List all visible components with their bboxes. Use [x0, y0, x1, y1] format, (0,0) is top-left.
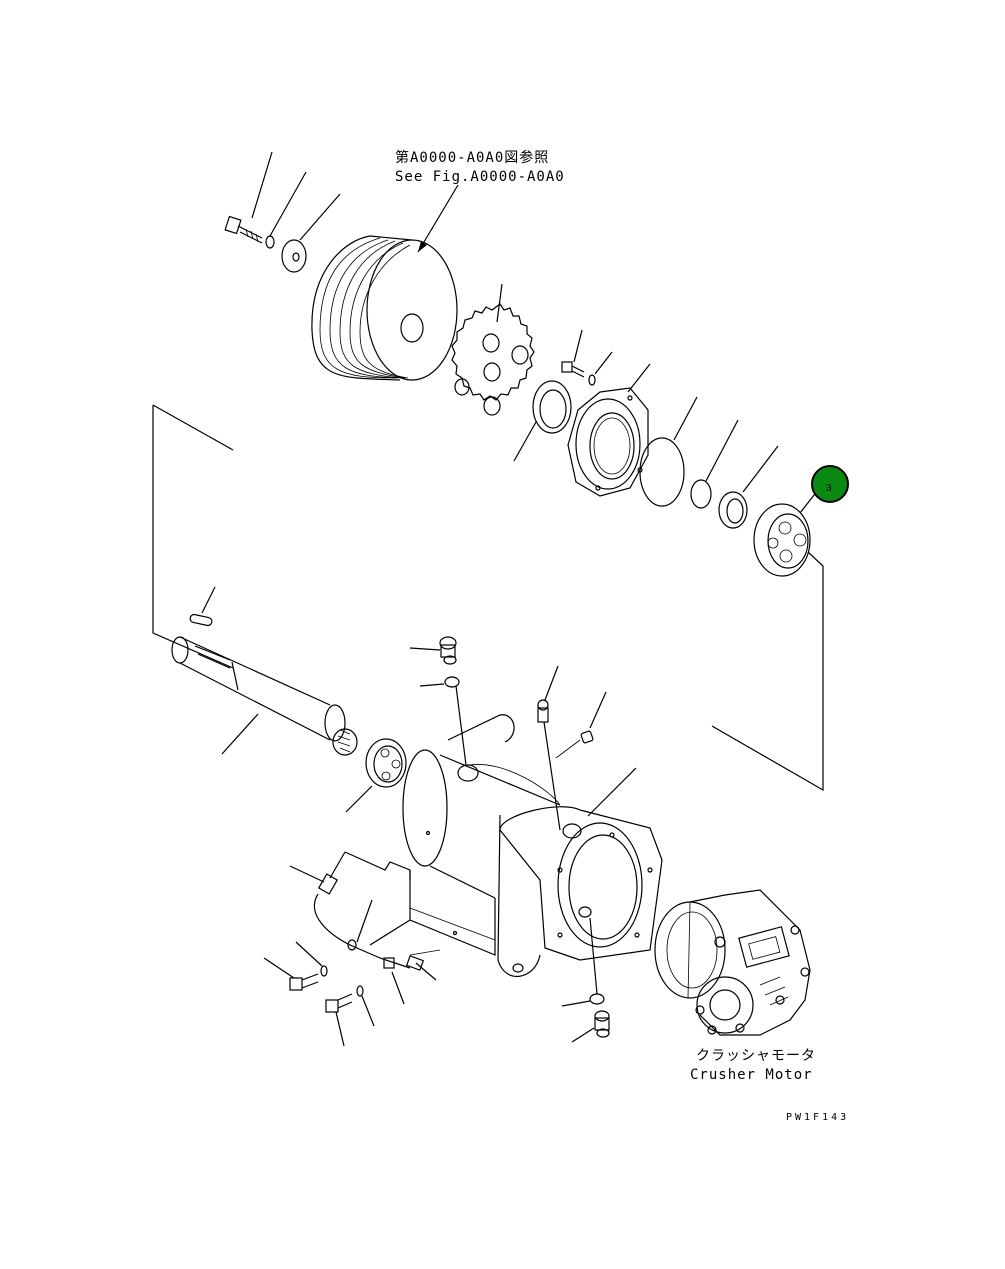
figure-id: PW1F143	[786, 1112, 849, 1123]
shaft-key[interactable]	[189, 613, 213, 627]
roller-bearing-top[interactable]	[753, 503, 811, 577]
leader-bearing-bottom	[345, 785, 373, 813]
drain-path-line	[555, 739, 581, 759]
leader-o-ring-large	[673, 396, 698, 441]
outline-left-top	[152, 404, 234, 451]
harness-washer-2[interactable]	[356, 985, 364, 997]
leader-bottom-plug	[571, 1027, 595, 1043]
sprocket-plate[interactable]	[451, 303, 535, 416]
bottom-path-line	[589, 917, 598, 995]
cover-washer[interactable]	[588, 374, 596, 386]
vent-gasket[interactable]	[444, 676, 460, 688]
callout-3-label: 3	[826, 483, 832, 494]
leader-top-plate	[299, 193, 341, 241]
harness-bolt-2[interactable]	[325, 993, 353, 1013]
cover-bolt[interactable]	[561, 361, 585, 378]
leader-cover-washer	[594, 351, 613, 375]
motor-label-jp: クラッシャモータ	[696, 1048, 816, 1064]
harness-bolt-1[interactable]	[289, 973, 319, 991]
leader-harness-washer-2	[361, 995, 375, 1027]
roller-bearing-bottom[interactable]	[365, 738, 407, 788]
leader-vent-plug	[409, 647, 441, 651]
leader-cover-bolt	[573, 329, 583, 363]
grease-nipple[interactable]	[537, 699, 549, 723]
snap-ring[interactable]	[690, 479, 712, 509]
leader-drive-shaft	[221, 713, 259, 755]
bottom-plug[interactable]	[594, 1010, 610, 1038]
leader-harness-bolt-2	[335, 1011, 345, 1047]
bottom-gasket[interactable]	[589, 993, 605, 1005]
top-bolt[interactable]	[224, 215, 263, 244]
leader-top-bolt	[251, 151, 273, 219]
leader-bearing-cover	[627, 363, 651, 393]
ref-leader-line	[417, 184, 459, 253]
outline-right	[711, 551, 824, 792]
sensor-harness[interactable]	[313, 851, 441, 971]
ref-arrowhead	[418, 241, 427, 252]
leader-snap-ring	[705, 419, 739, 482]
vent-path-line	[455, 685, 467, 766]
oil-seal[interactable]	[532, 380, 572, 434]
ref-label-jp: 第A0000-A0A0図参照	[395, 149, 549, 166]
top-washer[interactable]	[265, 235, 275, 249]
housing-port[interactable]	[578, 906, 592, 918]
leader-bottom-gasket	[561, 1000, 591, 1007]
motor-label-en: Crusher Motor	[690, 1067, 813, 1083]
leader-sensor-clip	[391, 971, 405, 1005]
crusher-motor[interactable]	[654, 889, 811, 1036]
o-ring-large[interactable]	[639, 437, 685, 507]
leader-housing	[587, 767, 637, 817]
leader-harness-bolt-1	[263, 957, 295, 979]
grease-path-line	[543, 721, 561, 831]
leader-sensor	[289, 865, 325, 883]
drain-plug[interactable]	[580, 730, 594, 744]
top-plate[interactable]	[281, 239, 307, 273]
leader-sensor-bracket	[415, 962, 437, 981]
leader-vent-gasket	[419, 683, 445, 687]
leader-drain-plug	[589, 691, 607, 729]
leader-sensor-clamp	[356, 899, 373, 943]
leader-shaft-key	[201, 586, 216, 614]
seal-collar[interactable]	[718, 491, 748, 529]
leader-harness-washer-1	[295, 941, 323, 967]
leader-seal-collar	[742, 445, 779, 493]
callout-3-badge[interactable]: 3	[811, 465, 849, 503]
bearing-cover[interactable]	[567, 387, 649, 497]
outline-left	[152, 405, 234, 669]
grooved-pulley[interactable]	[311, 235, 458, 381]
leader-oil-seal	[513, 421, 537, 462]
drive-shaft[interactable]	[171, 636, 358, 756]
leader-grease-nipple	[544, 665, 559, 701]
vent-plug[interactable]	[439, 636, 457, 665]
harness-washer-1[interactable]	[320, 965, 328, 977]
leader-top-washer	[269, 171, 307, 237]
leader-sprocket	[496, 283, 503, 323]
ref-label-en: See Fig.A0000-A0A0	[395, 169, 565, 185]
crusher-housing[interactable]	[402, 714, 663, 977]
